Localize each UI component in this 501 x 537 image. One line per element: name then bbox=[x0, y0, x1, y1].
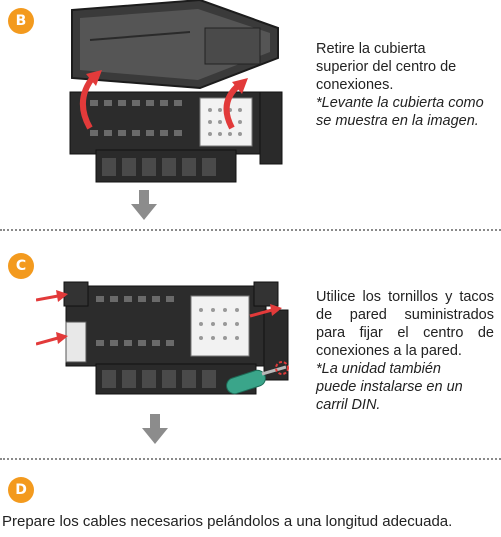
step-b-note-2: se muestra en la imagen. bbox=[316, 113, 479, 129]
lift-arrow-left bbox=[80, 74, 97, 130]
step-d-text: Prepare los cables necesarios pelándolos… bbox=[2, 513, 453, 530]
step-badge-d: D bbox=[8, 477, 34, 503]
step-b-text: Retire la cubierta superior del centro d… bbox=[316, 40, 496, 130]
step-c-line-3: para fijar el centro de bbox=[316, 325, 494, 341]
step-c-line-2: de pared suministrados bbox=[316, 307, 494, 323]
step-c-line-1: Utilice los tornillos y tacos bbox=[316, 289, 494, 305]
step-c-note-1: *La unidad también bbox=[316, 361, 441, 377]
step-b-line-1: Retire la cubierta bbox=[316, 41, 426, 57]
pointer-arrow-bottom-left bbox=[36, 332, 68, 346]
pointer-arrow-top-left bbox=[36, 290, 68, 302]
section-divider bbox=[0, 229, 501, 231]
step-arrow-down-icon bbox=[142, 414, 168, 444]
screwdriver-icon bbox=[226, 365, 287, 395]
step-arrow-down-icon bbox=[131, 190, 157, 220]
step-b-line-3: conexiones. bbox=[316, 77, 394, 93]
step-c-note-3: carril DIN. bbox=[316, 397, 381, 413]
pointer-arrow-right bbox=[249, 304, 282, 318]
device-illustration-mounting bbox=[36, 281, 289, 395]
step-b-line-2: superior del centro de bbox=[316, 59, 457, 75]
step-badge-b: B bbox=[8, 8, 34, 34]
step-badge-c: C bbox=[8, 253, 34, 279]
step-b-note-1: *Levante la cubierta como bbox=[316, 95, 484, 111]
step-c-note-2: puede instalarse en un bbox=[316, 379, 463, 395]
section-divider bbox=[0, 458, 501, 460]
step-c-text: Utilice los tornillos y tacos de pared s… bbox=[316, 288, 494, 414]
device-illustration-lid-open bbox=[69, 0, 283, 183]
step-c-line-4: conexiones a la pared. bbox=[316, 343, 462, 359]
